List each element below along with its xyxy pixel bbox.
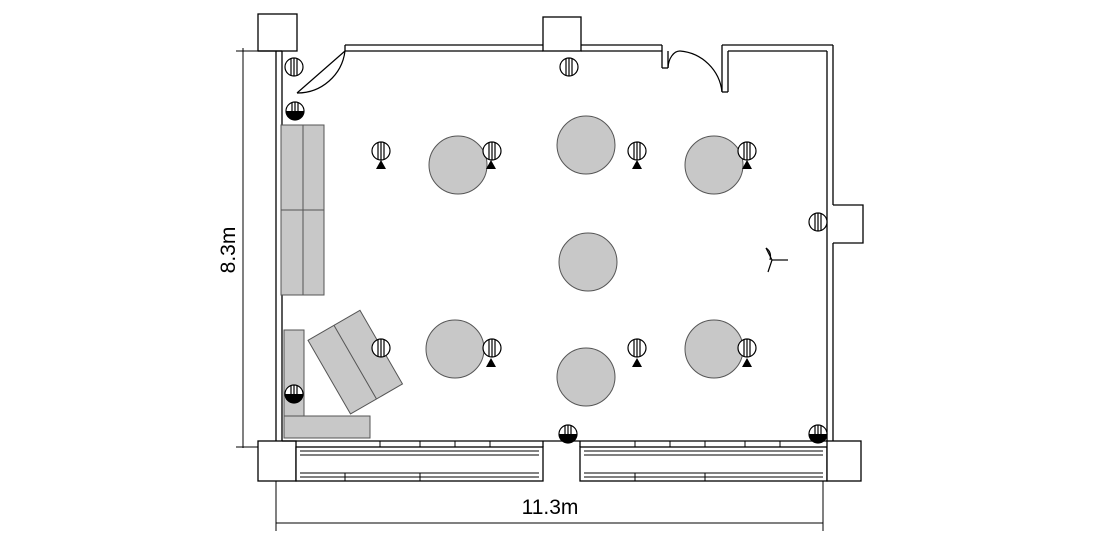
sensor-icon (632, 358, 642, 367)
lamp-icon (371, 141, 391, 161)
sensor-icon (486, 160, 496, 169)
width-dimension-label: 11.3m (522, 496, 579, 519)
lamp-icon (559, 57, 579, 77)
lamp-icon (482, 338, 502, 358)
lamp-icon (808, 212, 828, 232)
sofa-rotated (307, 309, 404, 415)
lamp-icon (737, 141, 757, 161)
table-center (558, 232, 618, 292)
sensor-icon (742, 358, 752, 367)
ceiling-fan-icon (765, 247, 788, 273)
table-bottom-center (556, 347, 616, 407)
sensor-icon (486, 358, 496, 367)
doors (296, 50, 723, 94)
sensor-icon (376, 160, 386, 169)
height-dimension-label: 8.3m (217, 227, 240, 274)
table-top-right (684, 135, 744, 195)
lamp-icon (808, 424, 828, 444)
sensor-icon (742, 160, 752, 169)
table-bottom-left (425, 319, 485, 379)
sensor-icon (632, 160, 642, 169)
lamp-icon (627, 141, 647, 161)
lamp-icon (371, 338, 391, 358)
lamp-icon (285, 101, 305, 121)
sofa-l-horizontal (283, 415, 371, 439)
table-bottom-right (684, 319, 744, 379)
table-top-left (428, 135, 488, 195)
windows (300, 441, 823, 481)
dimension-height (236, 48, 258, 448)
lamp-icon (482, 141, 502, 161)
lamp-icon (284, 57, 304, 77)
lamp-icon (627, 338, 647, 358)
lamp-icon (558, 424, 578, 444)
sofas (280, 124, 404, 439)
dimension-width (275, 481, 824, 531)
table-top-center (556, 115, 616, 175)
lamp-icon (737, 338, 757, 358)
lamp-icon (284, 384, 304, 404)
round-tables (425, 115, 744, 407)
